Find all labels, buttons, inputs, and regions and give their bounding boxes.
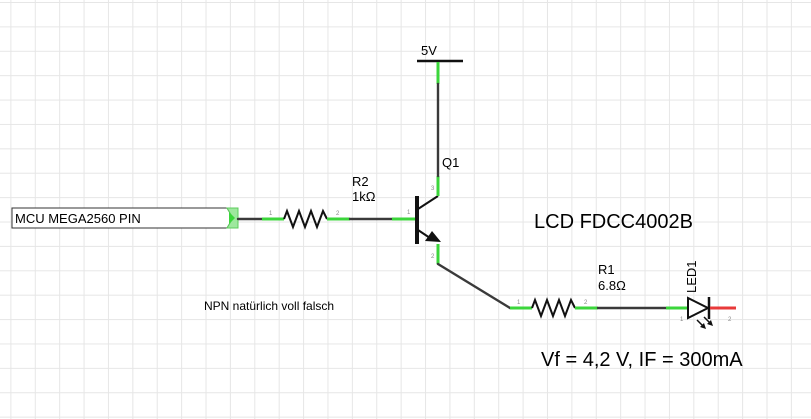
r2-pin-2-number: 2 — [336, 211, 340, 217]
r2-pin-1-number: 1 — [269, 211, 273, 217]
led-anode-pin-number: 1 — [680, 317, 684, 323]
r2-zigzag — [283, 208, 328, 230]
q1-emitter-lead — [417, 229, 431, 239]
mcu-pin-connector[interactable]: MCU MEGA2560 PIN — [11, 207, 239, 229]
q1-base-pin-number: 1 — [407, 210, 411, 216]
r1-pin-2-number: 2 — [584, 300, 588, 306]
transistor-q1[interactable]: 1 3 2 Q1 — [392, 155, 459, 264]
mcu-label: MCU MEGA2560 PIN — [15, 211, 141, 226]
resistor-r1[interactable]: 1 2 R1 6.8Ω — [510, 262, 626, 319]
npn-note: NPN natürlich voll falsch — [204, 299, 334, 313]
led1[interactable]: 1 2 LED1 — [666, 260, 736, 329]
light-emission-arrows-icon — [696, 316, 713, 329]
r1-reference: R1 — [598, 262, 615, 277]
q1-collector-pin-number: 3 — [431, 186, 435, 192]
led-triangle-icon — [687, 296, 711, 320]
wire-emitter-r1[interactable] — [436, 262, 514, 310]
led-cathode-pin-number: 2 — [728, 317, 732, 323]
q1-collector-lead — [417, 195, 439, 210]
r1-value: 6.8Ω — [598, 278, 626, 293]
r1-pin-1-number: 1 — [517, 300, 521, 306]
r2-value: 1kΩ — [352, 189, 376, 204]
q1-emitter-arrow-icon — [425, 231, 441, 242]
r1-zigzag — [531, 297, 576, 319]
q1-emitter-pin-number: 2 — [431, 254, 435, 260]
power-supply-5v[interactable]: 5V — [417, 43, 463, 84]
lcd-display-label: LCD FDCC4002B — [534, 211, 693, 233]
led-spec-text: Vf = 4,2 V, IF = 300mA — [541, 349, 743, 371]
mcu-pin-arrow-icon — [229, 212, 235, 224]
led-reference: LED1 — [684, 260, 699, 293]
r2-reference: R2 — [352, 174, 369, 189]
power-label: 5V — [421, 43, 437, 58]
q1-reference: Q1 — [442, 155, 459, 170]
resistor-r2[interactable]: 1 2 R2 1kΩ — [262, 174, 376, 230]
